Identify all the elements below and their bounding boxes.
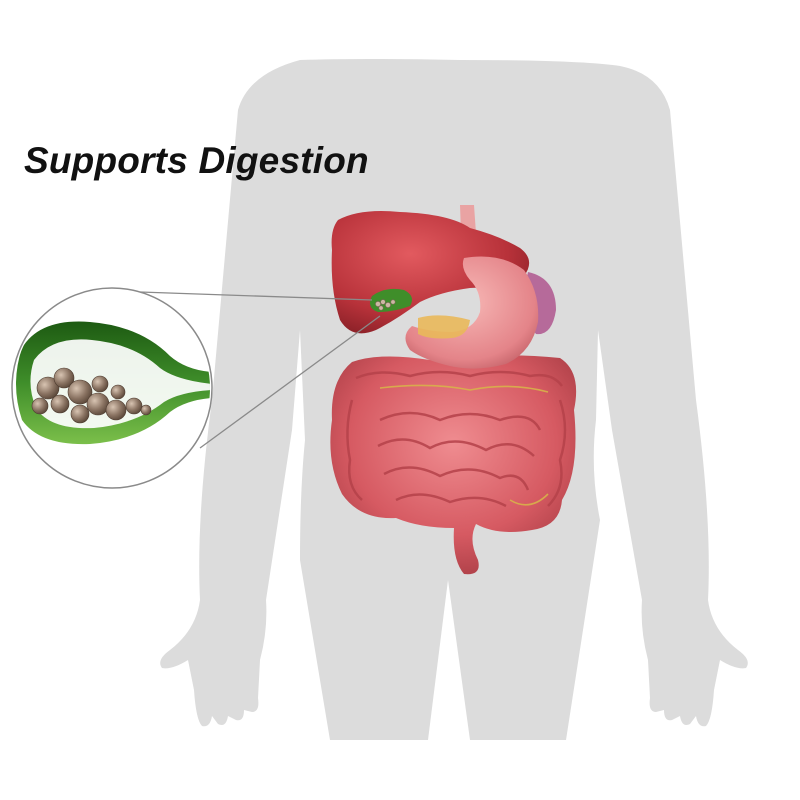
small-gallstones [375, 299, 396, 311]
headline: Supports Digestion [24, 140, 369, 181]
gallstones [31, 367, 152, 424]
gallbladder-stones-magnifier [11, 287, 213, 489]
callout-lines [139, 291, 381, 449]
digestive-system-illustration [330, 205, 577, 575]
